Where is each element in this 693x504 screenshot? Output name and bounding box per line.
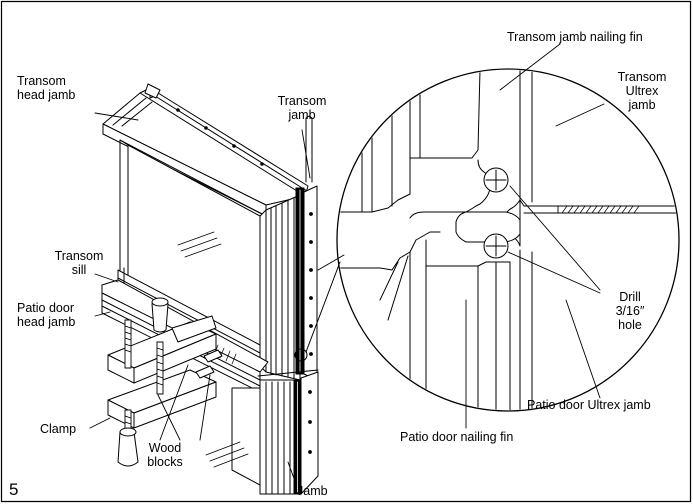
label-jamb: Jamb: [297, 484, 328, 498]
label-clamp: Clamp: [40, 422, 77, 436]
label-patio-door-ultrex-jamb: Patio door Ultrex jamb: [527, 398, 651, 412]
label-patio-door-nailing-fin: Patio door nailing fin: [400, 430, 514, 444]
leader-lines: [89, 43, 605, 485]
label-transom-sill: Transom sill: [54, 249, 104, 277]
label-drill-hole: Drill 3/16″ hole: [615, 290, 645, 332]
label-transom-jamb: Transom jamb: [277, 94, 327, 122]
clamp-drawing: [107, 297, 223, 467]
label-transom-ultrex-jamb: Transom Ultrex jamb: [617, 70, 667, 112]
patio-door-unit: [205, 348, 319, 495]
label-wood-blocks: Wood blocks: [147, 441, 183, 469]
detail-magnifier: [305, 68, 680, 412]
figure-number: 5: [9, 480, 19, 499]
label-transom-head-jamb: Transom head jamb: [17, 74, 76, 102]
label-transom-jamb-nailing-fin: Transom jamb nailing fin: [507, 30, 643, 44]
label-patio-door-head-jamb: Patio door head jamb: [17, 301, 76, 329]
